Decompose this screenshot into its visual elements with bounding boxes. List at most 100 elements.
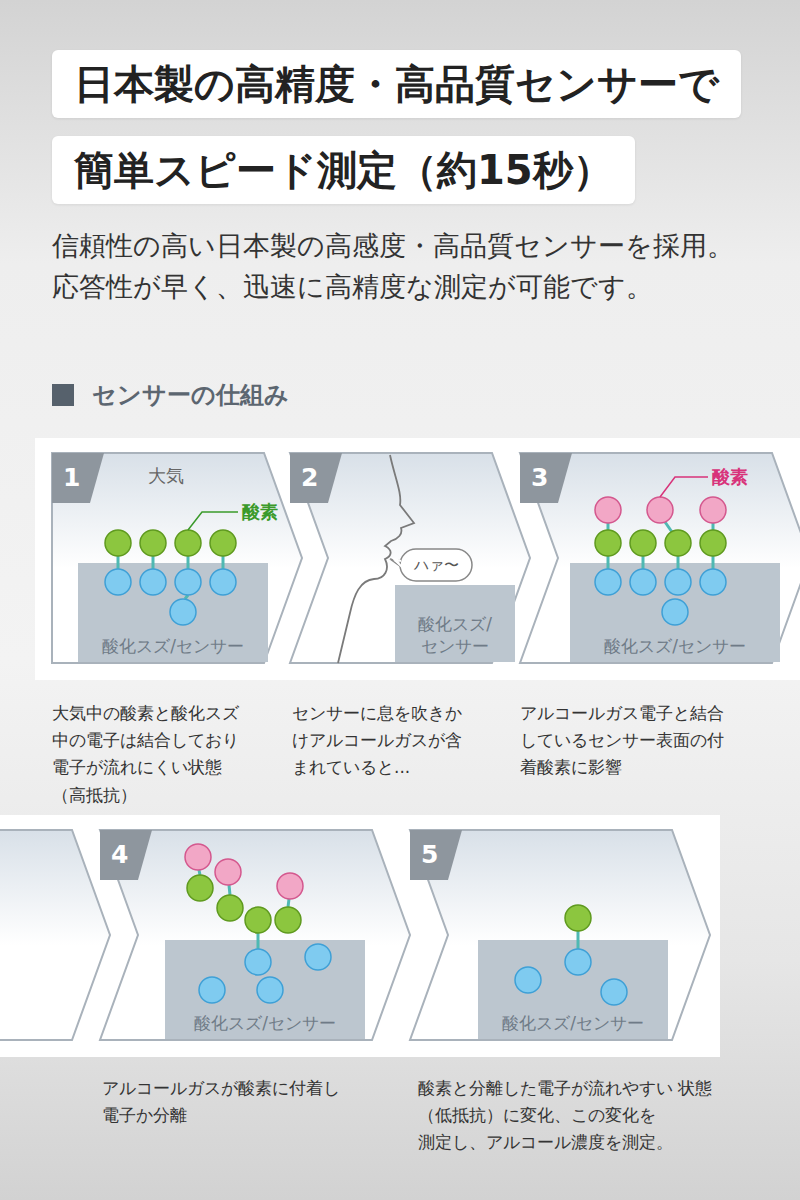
chevron-outline — [290, 453, 530, 663]
electron-circle — [595, 569, 621, 595]
head-node: 簡単スピード測定（約15秒） — [52, 136, 635, 204]
leader-line — [660, 477, 708, 497]
air-label: 大気 — [148, 465, 184, 487]
electron-circle — [105, 569, 131, 595]
electron-circle — [245, 949, 271, 975]
sensor-text: 酸化スズ/センサー — [165, 1012, 365, 1034]
oxygen-circle — [210, 530, 236, 556]
oxygen-circle — [700, 530, 726, 556]
step-caption: 酸素と分離した電子が流れやすい 状態（低抵抗）に変化、この変化を 測定し、アルコ… — [418, 1075, 718, 1157]
sensor-block — [78, 563, 268, 662]
electron-circle — [515, 967, 541, 993]
oxygen-circle — [647, 497, 673, 523]
bond-line — [117, 556, 120, 569]
oxygen-circle — [595, 530, 621, 556]
number-tab — [290, 453, 342, 503]
bond-line — [187, 556, 190, 569]
panel-node: 酸化スズ/センサー1大気酸素大気中の酸素と酸化スズ 中の電子は結合しており 電子… — [52, 453, 302, 663]
number-tab — [52, 453, 104, 503]
bond-line — [288, 899, 289, 907]
oxygen-circle — [187, 875, 213, 901]
panel-node: ハァ〜酸化スズ/ センサー2センサーに息を吹きか けアルコールガスが含 まれてい… — [290, 453, 530, 663]
sensor-text: 酸化スズ/センサー — [478, 1012, 668, 1034]
bond-line — [222, 556, 225, 569]
oxygen-circle — [665, 530, 691, 556]
electron-circle — [630, 569, 656, 595]
panel-art — [520, 453, 800, 663]
oxygen-circle — [595, 497, 621, 523]
electron-circle — [662, 599, 688, 625]
bond-line — [257, 933, 260, 949]
chevron-outline — [52, 453, 302, 663]
bond-line — [199, 870, 200, 875]
step-number: 2 — [301, 463, 318, 493]
step-number: 1 — [63, 463, 80, 493]
bond-line — [577, 931, 580, 949]
oxygen-label: 酸素 — [242, 501, 278, 523]
leader-line — [188, 512, 238, 530]
oxygen-circle — [565, 905, 591, 931]
section-square — [52, 384, 74, 406]
oxygen-circle — [215, 859, 241, 885]
number-tab — [100, 830, 152, 880]
oxygen-circle — [140, 530, 166, 556]
bond-line — [642, 556, 645, 569]
oxygen-circle — [105, 530, 131, 556]
bond-line — [712, 523, 715, 530]
electron-circle — [257, 977, 283, 1003]
sensor-block — [478, 940, 668, 1039]
step-number: 5 — [421, 840, 438, 870]
partial-chevron — [0, 830, 110, 1040]
step-number: 3 — [531, 463, 548, 493]
step-caption: センサーに息を吹きか けアルコールガスが含 まれていると... — [292, 700, 497, 782]
step-caption: アルコールガス電子と結合 しているセンサー表面の付 着酸素に影響 — [520, 700, 755, 782]
bond-line — [607, 556, 610, 569]
panel-node: 酸化スズ/センサー3酸素アルコールガス電子と結合 しているセンサー表面の付 着酸… — [520, 453, 800, 663]
body-text: 信頼性の高い日本製の高感度・高品質センサーを採用。 応答性が早く、迅速に高精度な… — [52, 226, 792, 307]
bond-line — [677, 556, 680, 569]
panel-art — [100, 830, 410, 1040]
chevron-outline — [520, 453, 800, 663]
chevron-outline — [410, 830, 710, 1040]
oxygen-circle — [275, 907, 301, 933]
panel-node: 酸化スズ/センサー4アルコールガスが酸素に付着し 電子か分離 — [100, 830, 410, 1040]
speech-bubble — [400, 549, 472, 581]
electron-circle — [175, 569, 201, 595]
oxygen-circle — [630, 530, 656, 556]
head-text: 日本製の高精度・高品質センサーで — [74, 60, 719, 108]
electron-circle — [199, 977, 225, 1003]
oxygen-circle — [277, 873, 303, 899]
panel-art — [290, 453, 530, 663]
chevron-outline — [100, 830, 410, 1040]
bond-line — [712, 556, 715, 569]
bubble-tail-gap — [394, 559, 402, 567]
number-tab — [520, 453, 572, 503]
panel-node: 酸化スズ/センサー5酸素と分離した電子が流れやすい 状態（低抵抗）に変化、この変… — [410, 830, 710, 1040]
sensor-text: 酸化スズ/センサー — [570, 635, 780, 657]
electron-circle — [170, 599, 196, 625]
oxygen-circle — [185, 844, 211, 870]
oxygen-label: 酸素 — [712, 466, 748, 488]
electron-circle — [565, 949, 591, 975]
oxygen-circle — [217, 895, 243, 921]
bubble-text: ハァ〜 — [400, 556, 472, 575]
step-caption: アルコールガスが酸素に付着し 電子か分離 — [102, 1075, 392, 1129]
head-node: 日本製の高精度・高品質センサーで — [52, 50, 741, 118]
electron-circle — [700, 569, 726, 595]
step-caption: 大気中の酸素と酸化スズ 中の電子は結合しており 電子が流れにくい状態 （高抵抗） — [52, 700, 282, 809]
electron-circle — [601, 979, 627, 1005]
electron-circle — [140, 569, 166, 595]
sensor-text: 酸化スズ/センサー — [78, 635, 268, 657]
step-number: 4 — [111, 840, 128, 870]
oxygen-circle — [245, 907, 271, 933]
bond-line — [152, 556, 155, 569]
oxygen-circle — [700, 497, 726, 523]
bond-line — [665, 522, 672, 532]
panel-art — [410, 830, 710, 1040]
section-heading: センサーの仕組み — [92, 379, 289, 411]
bond-line — [229, 885, 230, 895]
head-text: 簡単スピード測定（約15秒） — [74, 146, 613, 194]
sensor-block — [165, 940, 365, 1039]
